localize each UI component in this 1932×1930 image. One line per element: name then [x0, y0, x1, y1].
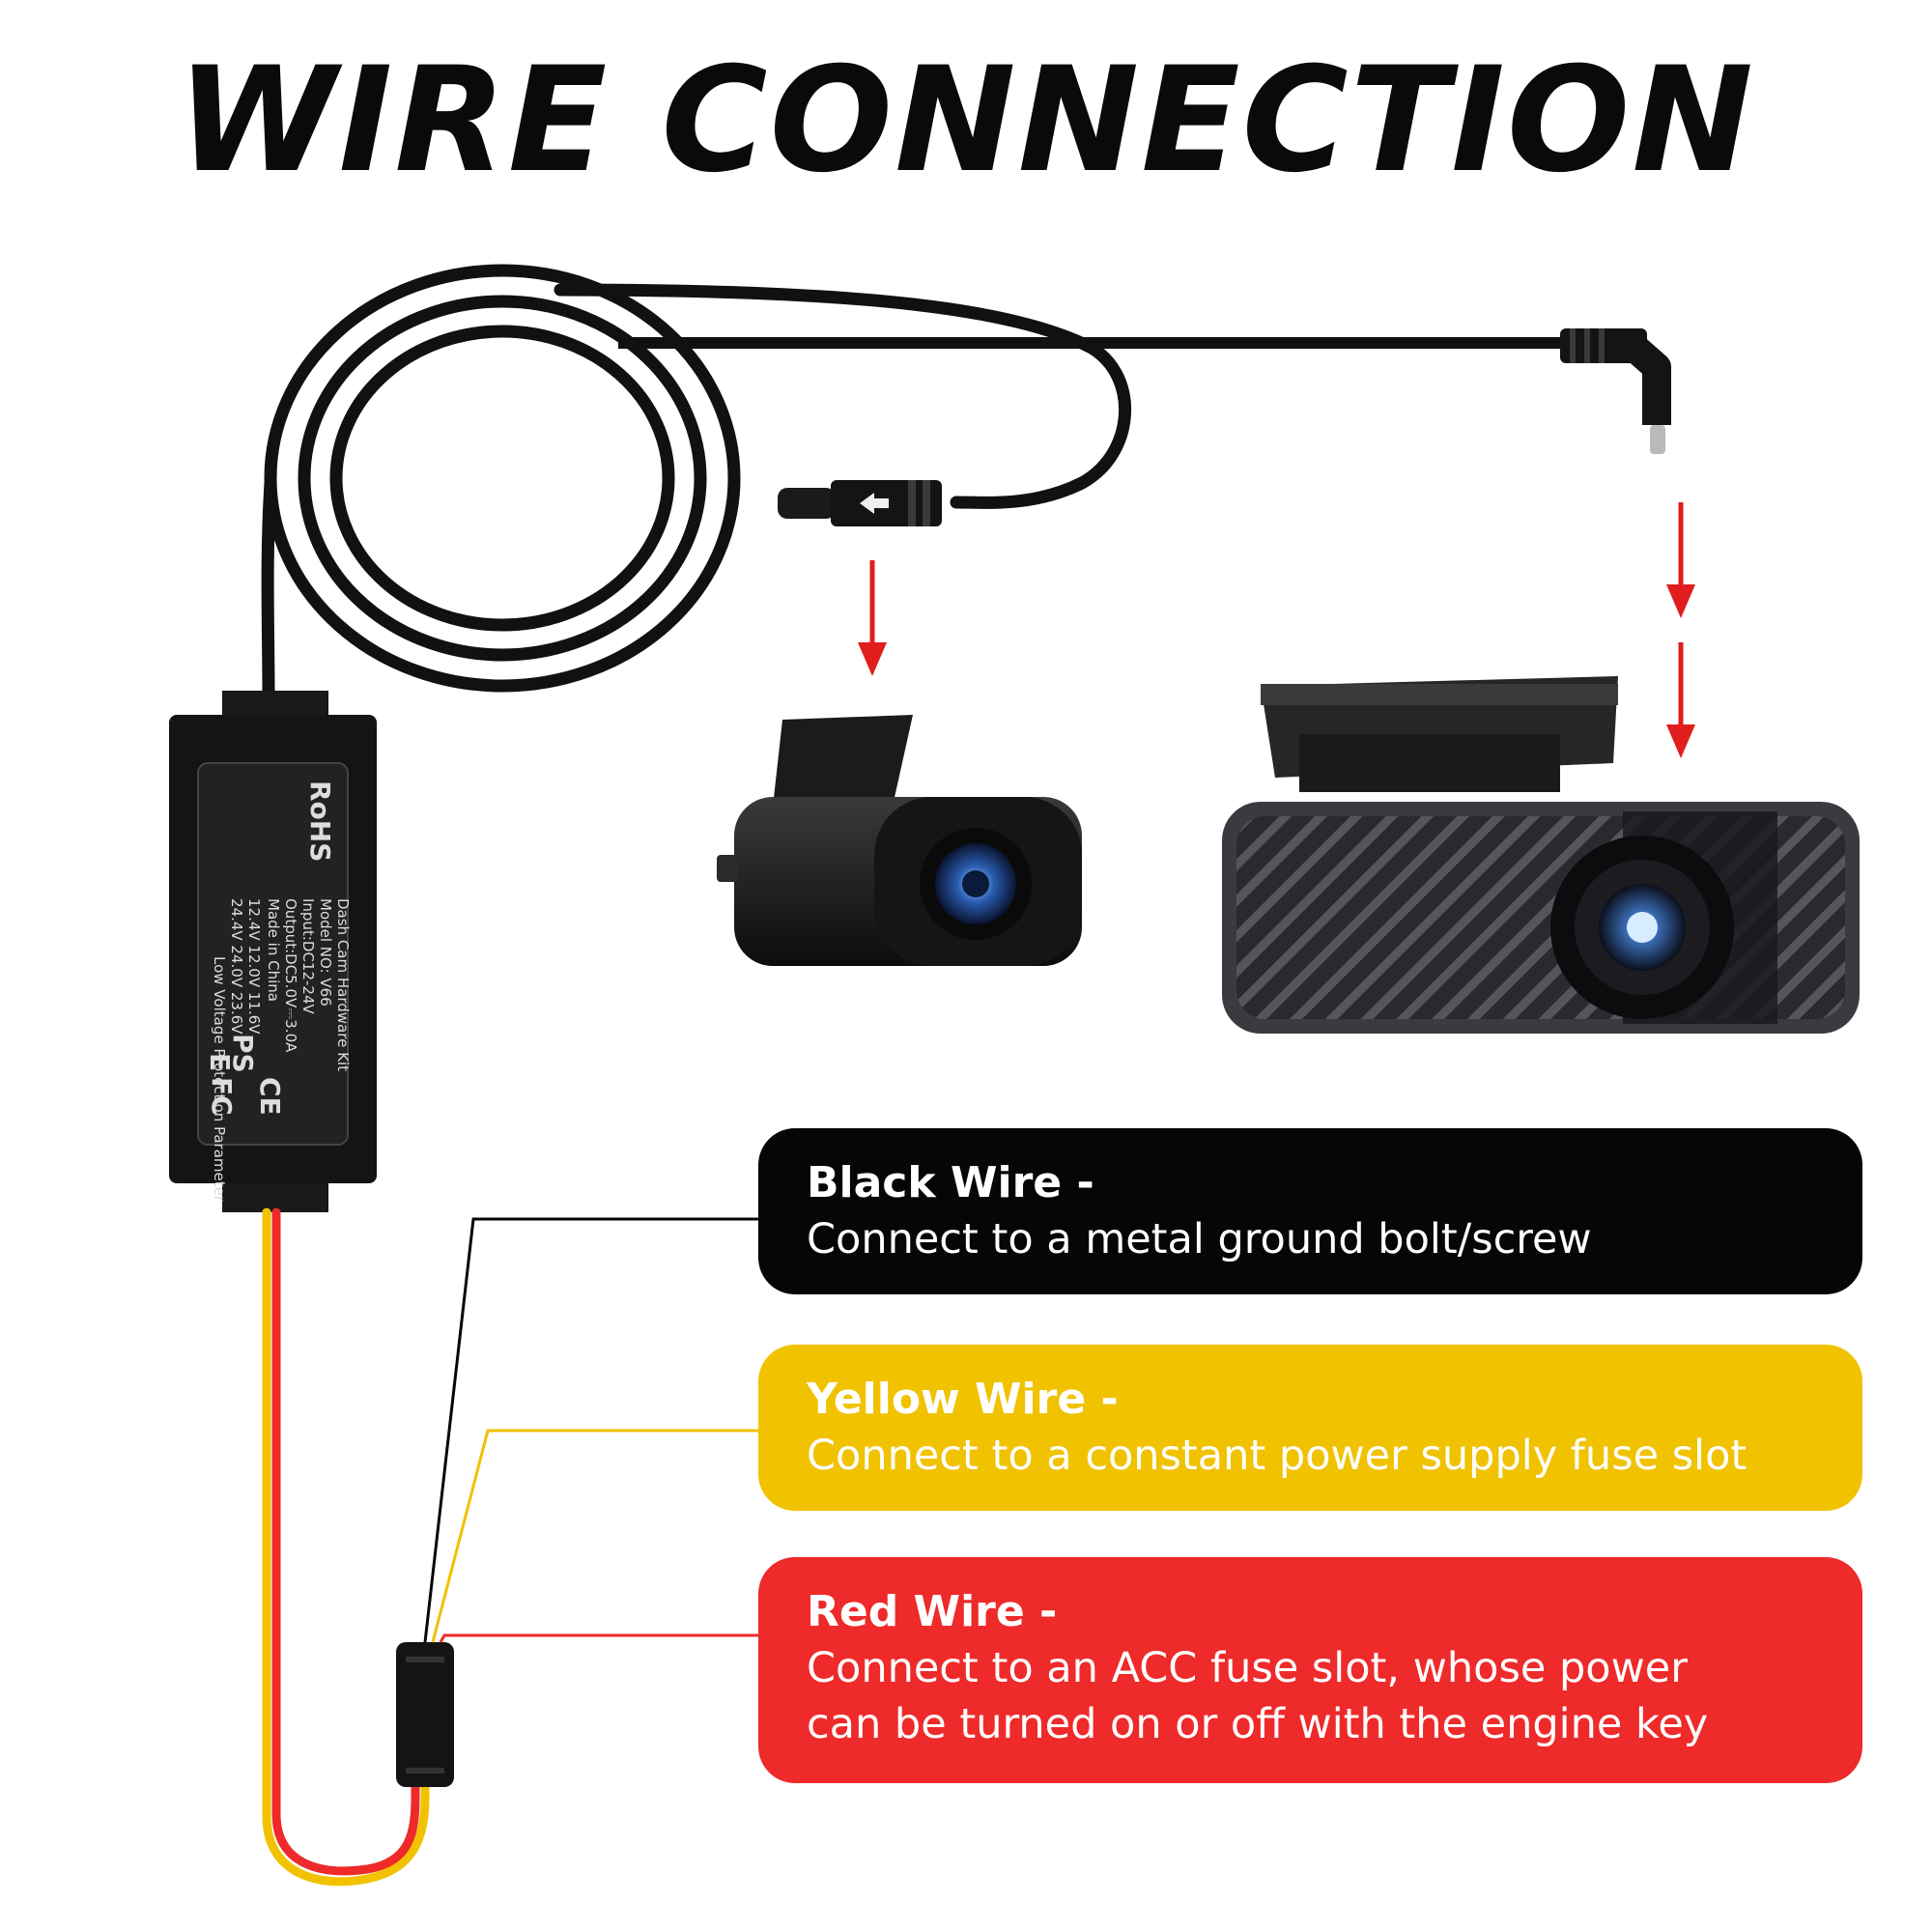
red-leader-line — [439, 1633, 758, 1643]
arrow-rear-camera-icon — [858, 560, 887, 676]
black-wire-box: Black Wire - Connect to a metal ground b… — [758, 1128, 1862, 1294]
fc-mark: FC — [206, 1077, 238, 1116]
svg-text:Input:DC12-24V: Input:DC12-24V — [299, 898, 317, 1015]
arrow-front-camera-icon — [1666, 502, 1695, 758]
svg-text:Output:DC5.0V⎓3.0A: Output:DC5.0V⎓3.0A — [282, 898, 299, 1053]
rear-plug — [778, 480, 942, 526]
red-wire-description-line-1: Connect to an ACC fuse slot, whose power — [807, 1644, 1688, 1692]
red-wire-heading: Red Wire - — [807, 1587, 1058, 1636]
svg-text:Dash Cam Hardware Kit: Dash Cam Hardware Kit — [334, 898, 352, 1071]
black-wire-description: Connect to a metal ground bolt/screw — [807, 1215, 1592, 1263]
rohs-mark: RoHS — [304, 781, 336, 862]
front-dash-camera — [1222, 676, 1860, 1034]
svg-text:12.4V 12.0V 11.6V: 12.4V 12.0V 11.6V — [245, 898, 263, 1035]
black-leader-line — [423, 1217, 758, 1643]
red-wire-box: Red Wire - Connect to an ACC fuse slot, … — [758, 1557, 1862, 1783]
svg-text:Made in China: Made in China — [265, 898, 282, 1002]
usb-c-plug — [1560, 328, 1671, 454]
rear-cable — [554, 283, 1132, 509]
inline-fuse-holder — [396, 1642, 454, 1787]
svg-text:Low Voltage Protection Paramet: Low Voltage Protection Parameter — [211, 956, 228, 1203]
black-wire-heading: Black Wire - — [807, 1158, 1094, 1207]
svg-text:Model NO: V66: Model NO: V66 — [317, 898, 334, 1007]
converter-module — [169, 691, 377, 1212]
red-wire-description-line-2: can be turned on or off with the engine … — [807, 1700, 1709, 1748]
e-mark: E — [204, 1053, 236, 1071]
coiled-cable — [261, 264, 741, 702]
ce-mark: CE — [254, 1077, 286, 1116]
module-label: RoHS Dash Cam Hardware Kit Model NO: V66… — [204, 781, 352, 1203]
yellow-wire-description: Connect to a constant power supply fuse … — [807, 1432, 1747, 1480]
yellow-wire-heading: Yellow Wire - — [807, 1375, 1119, 1424]
yellow-leader-line — [431, 1429, 758, 1643]
rear-camera — [717, 715, 1082, 966]
ps-mark: PS — [227, 1034, 259, 1073]
page-title: WIRE CONNECTION — [177, 37, 1755, 205]
yellow-wire-box: Yellow Wire - Connect to a constant powe… — [758, 1345, 1862, 1511]
svg-text:24.4V 24.0V 23.6V: 24.4V 24.0V 23.6V — [228, 898, 245, 1035]
output-cable — [262, 1207, 430, 1887]
